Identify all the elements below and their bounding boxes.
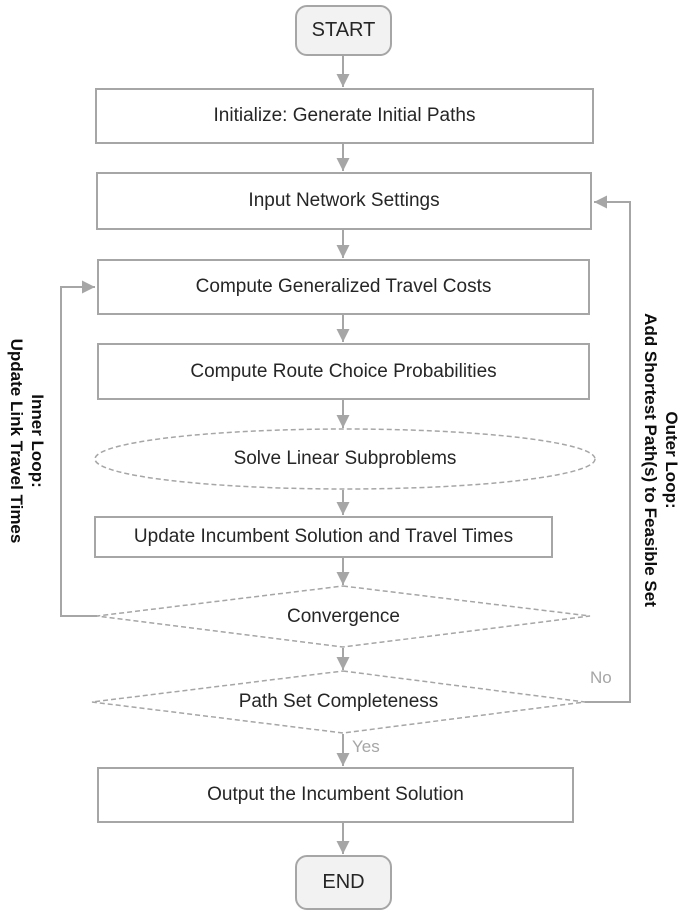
compute-costs-node: Compute Generalized Travel Costs	[97, 259, 590, 315]
outer-loop-caption: Outer Loop: Add Shortest Path(s) to Feas…	[638, 280, 682, 640]
update-incumbent-node: Update Incumbent Solution and Travel Tim…	[94, 516, 553, 558]
initialize-node: Initialize: Generate Initial Paths	[95, 88, 594, 144]
compute-probabilities-node: Compute Route Choice Probabilities	[97, 343, 590, 400]
no-edge-label: No	[590, 668, 612, 687]
convergence-label: Convergence	[286, 605, 401, 627]
solve-subproblems-label: Solve Linear Subproblems	[233, 448, 457, 469]
path-set-completeness-label: Path Set Completeness	[238, 691, 439, 712]
output-solution-node: Output the Incumbent Solution	[97, 767, 574, 823]
inner-loop-caption-subtitle: Update Link Travel Times	[7, 338, 26, 544]
start-node: START	[295, 5, 392, 56]
outer-loop-caption-title: Outer Loop:	[662, 411, 681, 509]
yes-edge-label: Yes	[352, 737, 380, 756]
inner-loop-caption-title: Inner Loop:	[28, 394, 47, 488]
end-node: END	[295, 855, 392, 910]
input-network-node: Input Network Settings	[96, 172, 592, 230]
outer-loop-caption-subtitle: Add Shortest Path(s) to Feasible Set	[641, 313, 660, 607]
inner-loop-connector	[60, 280, 97, 617]
inner-loop-caption: Inner Loop: Update Link Travel Times	[4, 316, 48, 566]
